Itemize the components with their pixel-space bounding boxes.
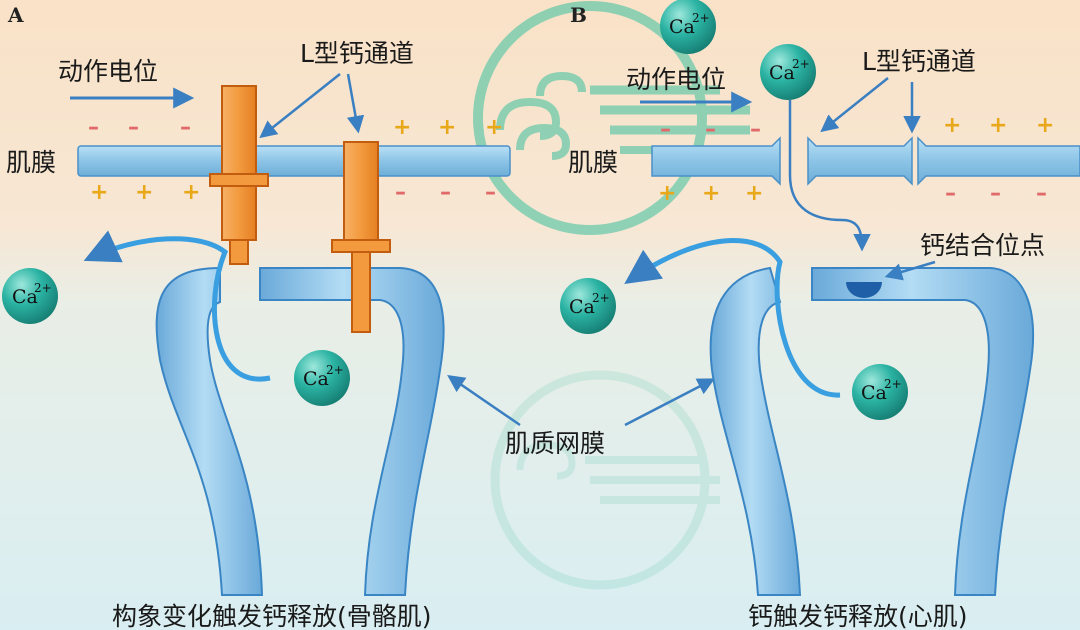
calcium-ion: Ca 2+ — [294, 350, 350, 406]
panel-a-caption: 构象变化触发钙释放(骨骼肌) — [112, 602, 432, 630]
plus-sign: + — [658, 181, 676, 206]
binding-site-pointer — [884, 260, 936, 281]
plus-sign: + — [745, 181, 763, 206]
panel-a-sarcolemma — [77, 145, 511, 177]
svg-text:2+: 2+ — [884, 377, 902, 391]
minus-sign: – — [1036, 181, 1047, 206]
panel-a-l-type-channel-1 — [209, 85, 269, 265]
minus-sign: – — [750, 117, 761, 142]
svg-text:2+: 2+ — [692, 11, 710, 25]
plus-sign: + — [90, 180, 108, 205]
plus-sign: + — [943, 113, 961, 138]
svg-text:Ca: Ca — [12, 286, 38, 308]
plus-sign: + — [989, 113, 1007, 138]
panel-b-action-potential-label: 动作电位 — [626, 65, 726, 94]
minus-sign: – — [395, 180, 406, 205]
minus-sign: – — [440, 180, 451, 205]
panel-b-caption: 钙触发钙释放(心肌) — [748, 602, 968, 630]
panel-a-action-potential-label: 动作电位 — [58, 57, 158, 86]
svg-text:2+: 2+ — [792, 57, 810, 71]
panel-b-membrane-label: 肌膜 — [568, 148, 618, 177]
sr-pointer-right — [624, 378, 716, 427]
plus-sign: + — [1036, 113, 1054, 138]
svg-text:Ca: Ca — [769, 62, 795, 84]
svg-text:Ca: Ca — [861, 382, 887, 404]
panel-a-channel-pointer-1 — [259, 73, 341, 139]
plus-sign: + — [393, 115, 411, 140]
plus-sign: + — [135, 180, 153, 205]
sr-pointer-left — [447, 375, 521, 427]
panel-b-channel-pointer-1 — [820, 77, 889, 133]
calcium-binding-site — [846, 282, 882, 298]
minus-sign: – — [485, 180, 496, 205]
panel-a-l-channel-label: L型钙通道 — [300, 39, 414, 68]
minus-sign: – — [945, 181, 956, 206]
minus-sign: – — [180, 115, 191, 140]
svg-text:Ca: Ca — [569, 296, 595, 318]
panel-a-sarcoplasmic-reticulum — [155, 266, 445, 596]
panel-b-sarcoplasmic-reticulum — [709, 266, 1034, 596]
watermark-logo-faint — [490, 370, 720, 590]
svg-text:2+: 2+ — [592, 291, 610, 305]
calcium-ion: Ca 2+ — [852, 364, 908, 420]
panel-b-l-channel-label: L型钙通道 — [862, 47, 976, 76]
panel-b-binding-site-label: 钙结合位点 — [920, 231, 1045, 260]
panel-b-calcium-release-arrow — [624, 238, 841, 398]
svg-text:2+: 2+ — [34, 281, 52, 295]
svg-text:Ca: Ca — [669, 16, 695, 38]
svg-text:Ca: Ca — [303, 368, 329, 390]
calcium-ion: Ca 2+ — [660, 0, 716, 54]
calcium-ion: Ca 2+ — [760, 44, 816, 100]
minus-sign: – — [990, 181, 1001, 206]
calcium-ion: Ca 2+ — [560, 278, 616, 334]
panel-b-calcium-influx-arrow — [788, 100, 871, 252]
plus-sign: + — [702, 181, 720, 206]
plus-sign: + — [438, 115, 456, 140]
plus-sign: + — [182, 180, 200, 205]
minus-sign: – — [705, 117, 716, 142]
panel-a-l-type-channel-2 — [331, 141, 391, 333]
panel-a-letter: A — [7, 3, 24, 27]
panel-b-sarcolemma — [651, 136, 1080, 186]
sr-membrane-label: 肌质网膜 — [505, 429, 605, 458]
panel-a-membrane-label: 肌膜 — [6, 148, 56, 177]
minus-sign: – — [660, 117, 671, 142]
minus-sign: – — [88, 115, 99, 140]
minus-sign: – — [128, 115, 139, 140]
panel-a-channel-pointer-2 — [346, 73, 365, 134]
plus-sign: + — [485, 115, 503, 140]
svg-text:2+: 2+ — [326, 363, 344, 377]
calcium-ion: Ca 2+ — [2, 268, 58, 324]
panel-b-letter: B — [570, 3, 587, 27]
panel-a-calcium-release-arrow — [83, 230, 271, 382]
